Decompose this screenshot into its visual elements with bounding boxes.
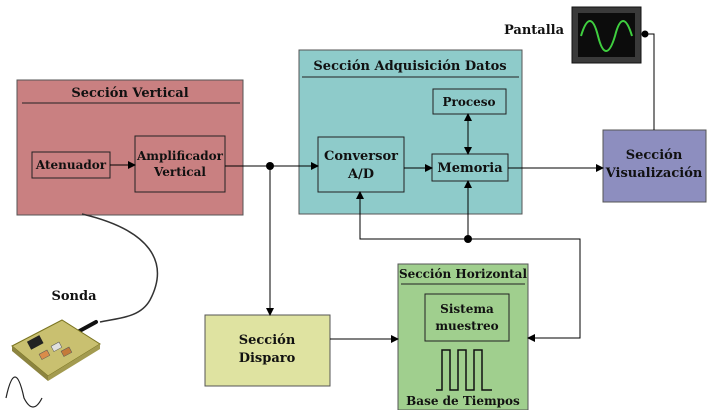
- sistema-label-2: muestreo: [435, 319, 498, 333]
- visualizacion-label-1: Sección: [626, 148, 683, 163]
- conversor-label-2: A/D: [347, 167, 374, 182]
- amplificador-box: Amplificador Vertical: [134, 135, 226, 193]
- proceso-label: Proceso: [442, 95, 495, 109]
- amplificador-label-1: Amplificador: [136, 149, 224, 163]
- junction-dot-input: [266, 162, 274, 170]
- atenuador-label: Atenuador: [35, 158, 107, 172]
- seccion-vertical: Sección Vertical Atenuador Amplificador …: [16, 79, 244, 216]
- pantalla-label: Pantalla: [504, 23, 565, 38]
- seccion-adquisicion-title: Sección Adquisición Datos: [313, 59, 506, 74]
- disparo-label-1: Sección: [239, 333, 296, 348]
- probe-board-icon: [11, 213, 159, 381]
- seccion-adquisicion: Sección Adquisición Datos Proceso Conver…: [298, 49, 523, 215]
- screen-sine-icon: [571, 6, 642, 64]
- pulse-train-icon: [436, 349, 492, 391]
- seccion-disparo: Sección Disparo: [204, 314, 331, 387]
- disparo-label-2: Disparo: [239, 351, 296, 366]
- visualizacion-label-2: Visualización: [605, 166, 703, 181]
- junction-dot-clock: [464, 235, 472, 243]
- seccion-horizontal-title: Sección Horizontal: [399, 267, 527, 281]
- sistema-label-1: Sistema: [440, 302, 494, 316]
- seccion-visualizacion: Sección Visualización: [602, 129, 707, 203]
- waveform-icon: [5, 376, 43, 408]
- sonda-label: Sonda: [51, 289, 97, 304]
- sistema-muestreo-box: Sistema muestreo: [424, 293, 510, 342]
- junction-dot-screen: [641, 30, 649, 38]
- conversor-label-1: Conversor: [324, 149, 398, 164]
- amplificador-label-2: Vertical: [153, 165, 206, 179]
- base-tiempos-label: Base de Tiempos: [406, 394, 520, 408]
- connections: [110, 33, 655, 343]
- seccion-vertical-title: Sección Vertical: [71, 86, 188, 101]
- seccion-horizontal: Sección Horizontal Sistema muestreo Base…: [397, 263, 529, 410]
- memoria-label: Memoria: [437, 161, 503, 176]
